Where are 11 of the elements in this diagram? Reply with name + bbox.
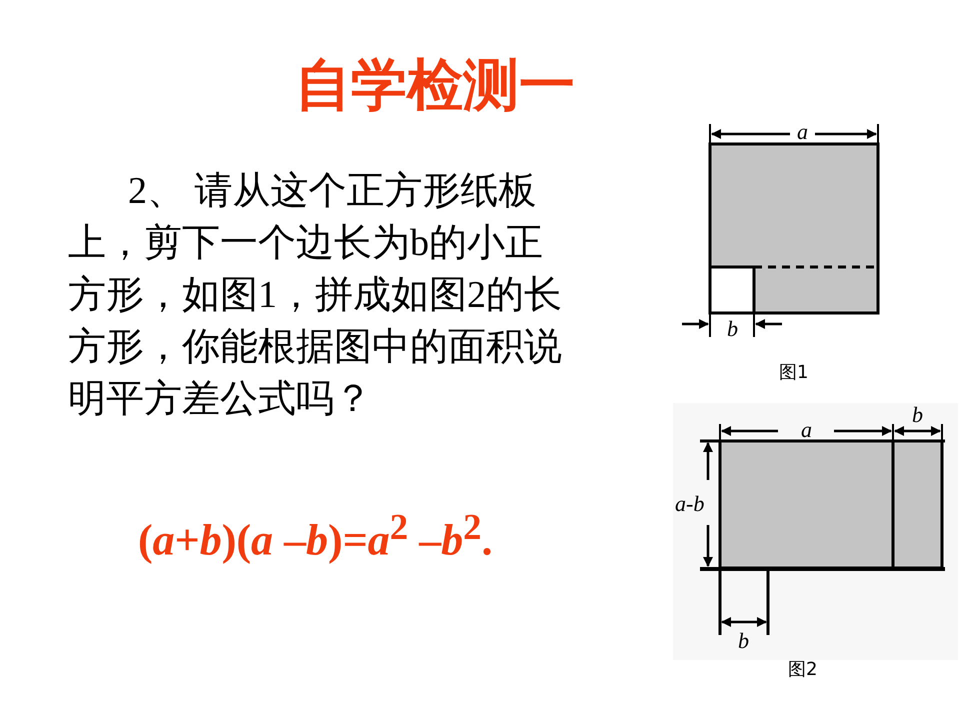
dimension-label: b [738, 630, 749, 652]
figure-caption: 图2 [788, 658, 818, 681]
dimension-label: a [801, 419, 812, 441]
dimension-label: a [797, 121, 808, 143]
dimension-label: a-b [675, 493, 704, 515]
formula: (a+b)(a –b)=a$^{2}$ –b$^{2}$. [138, 505, 492, 566]
dimension-label: b [727, 318, 738, 340]
question-text: 2、 请从这个正方形纸板上，剪下一个边长为b的小正方形，如图1，拼成如图2的长方形，你能根据图中的面积说明平方差公式吗？ [68, 169, 563, 422]
dimension-label: b [912, 404, 923, 426]
slide-title: 自学检测一 [294, 52, 576, 120]
figure-caption: 图1 [779, 361, 808, 384]
